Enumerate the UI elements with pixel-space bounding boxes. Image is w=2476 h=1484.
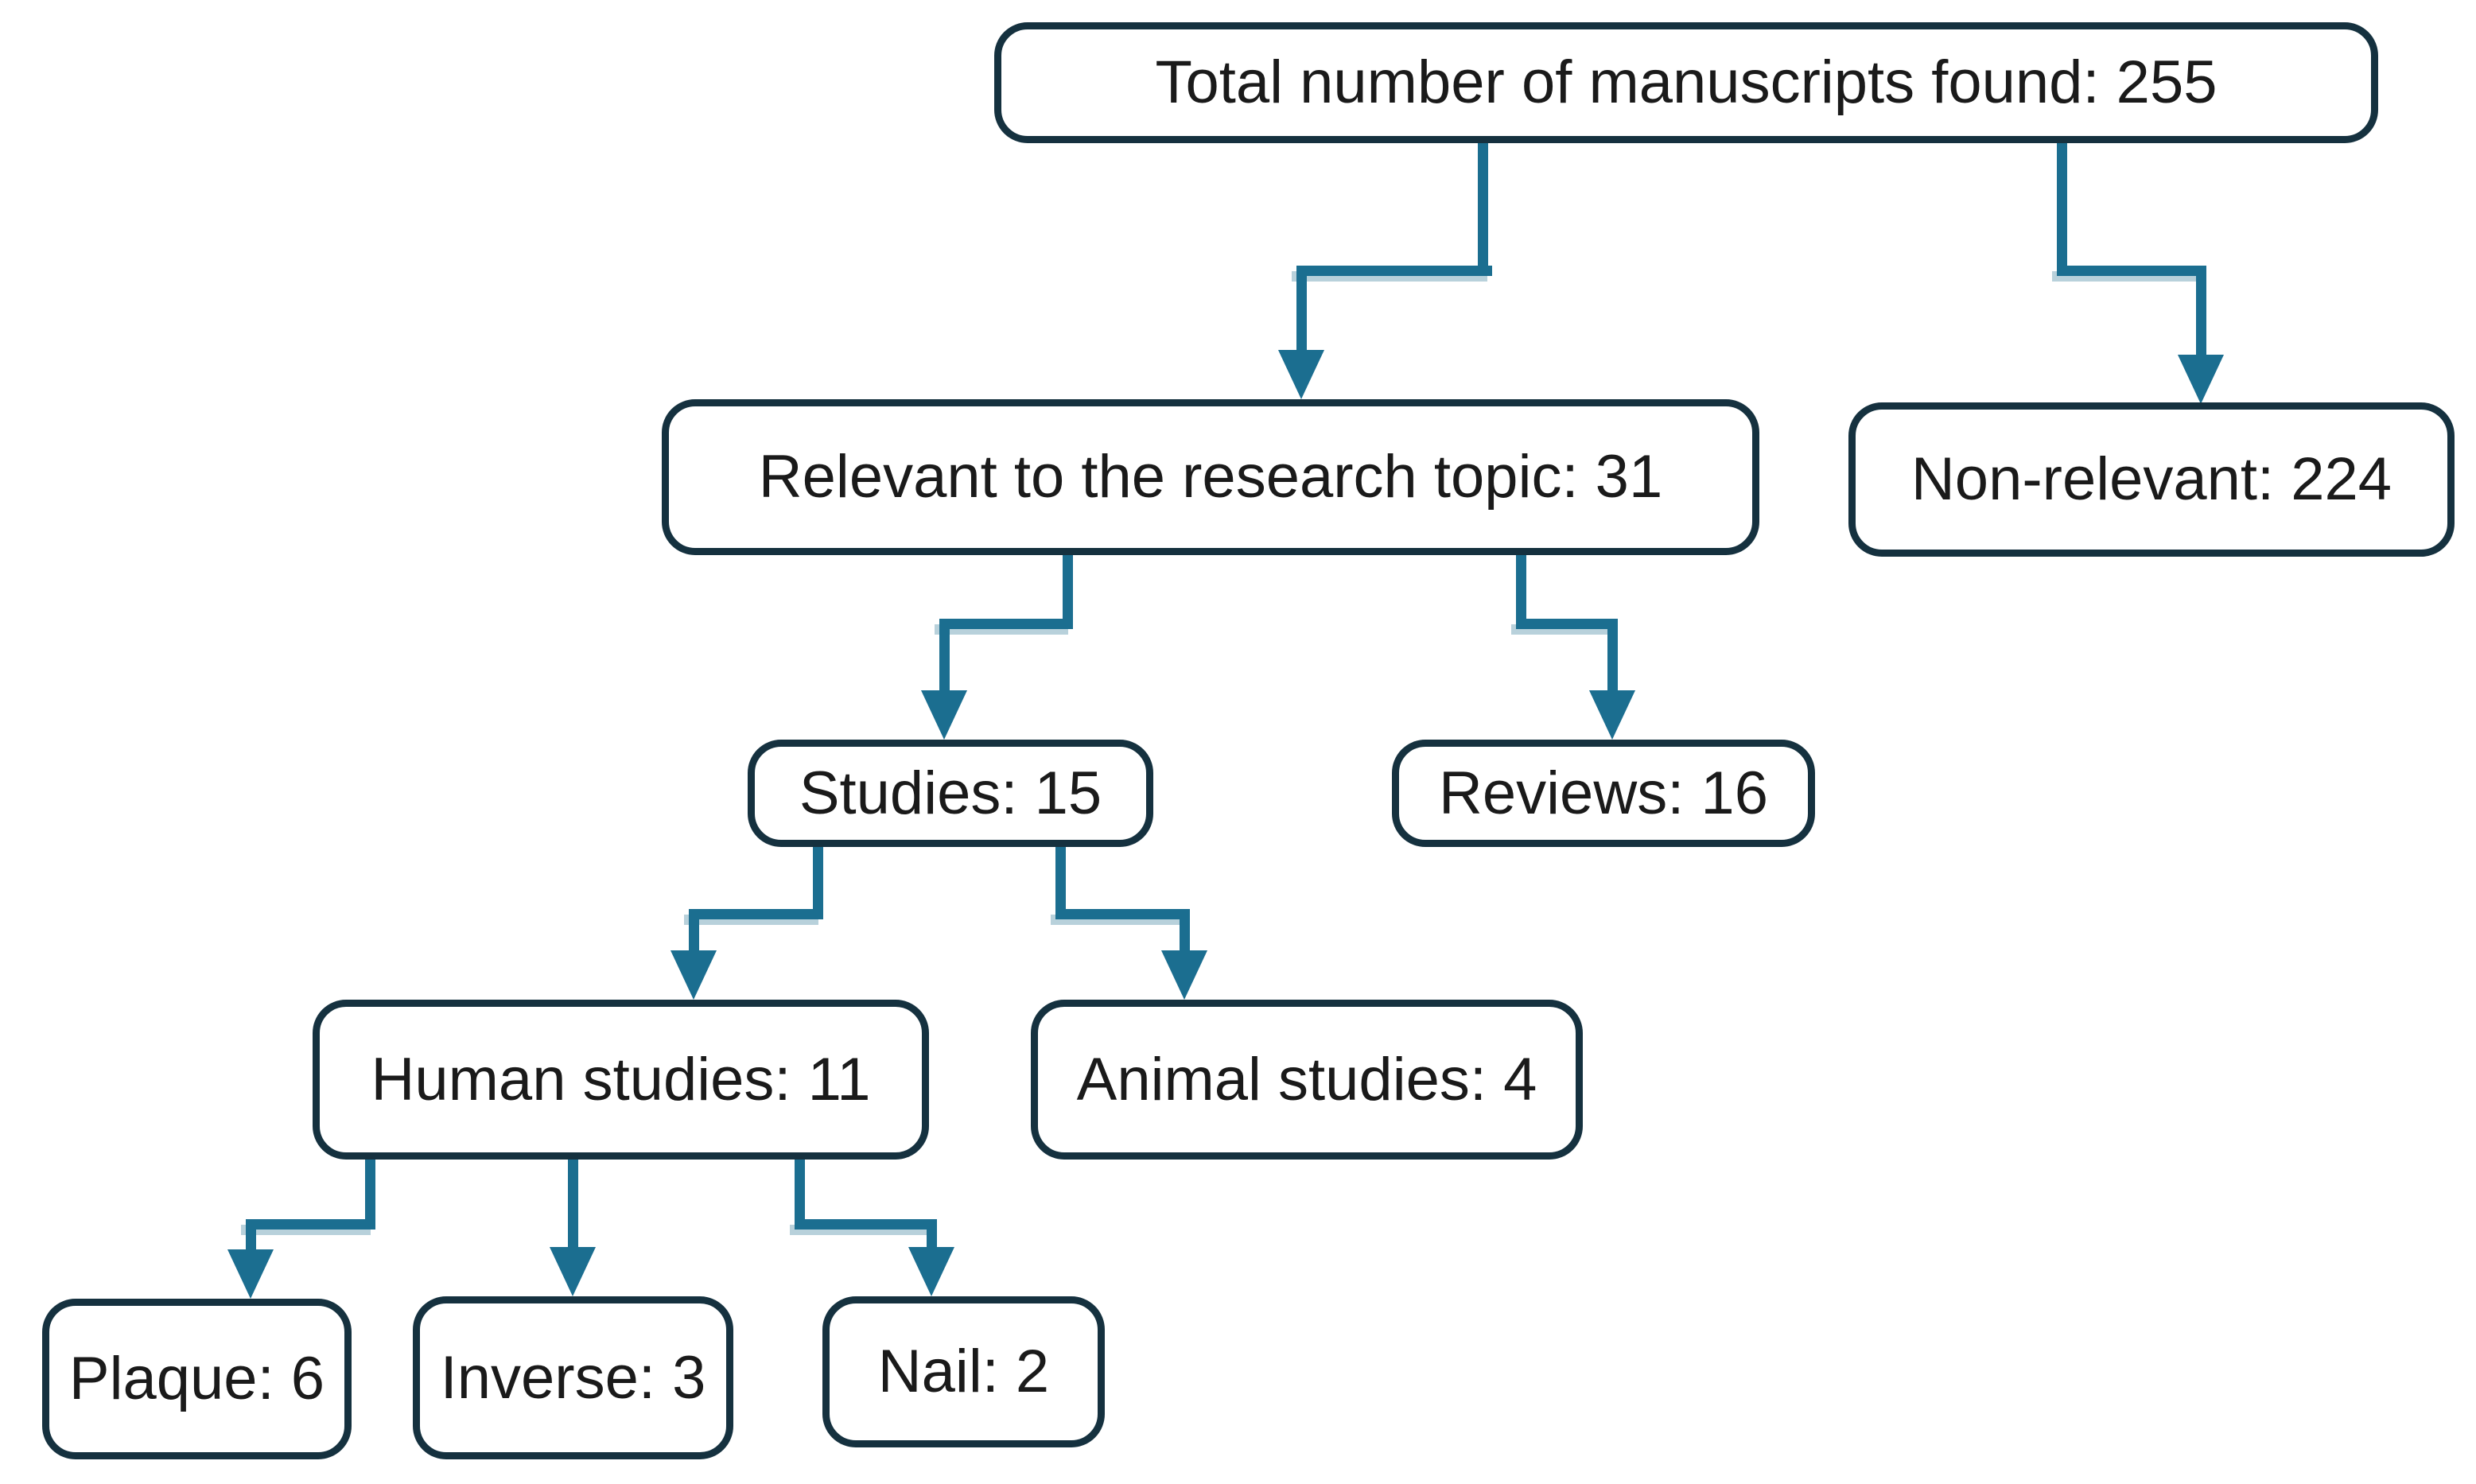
connector-segment [568,1158,578,1252]
node-label: Non-relevant: 224 [1910,445,2392,514]
node-plaque: Plaque: 6 [42,1299,352,1459]
connector-segment [1296,266,1492,276]
connector-segment [2196,266,2206,358]
connector-segment [2057,142,2067,275]
node-non-relevant: Non-relevant: 224 [1848,402,2455,557]
arrow-down-icon [1161,950,1207,1000]
node-label: Animal studies: 4 [1076,1045,1537,1113]
connector-segment [1055,909,1190,919]
arrow-down-icon [921,690,967,740]
connector-segment [365,1158,375,1230]
connector-segment [2057,266,2206,276]
connector-segment [1055,844,1066,919]
connector-segment [795,1219,937,1230]
connector-segment [1478,142,1488,275]
node-label: Total number of manuscripts found: 255 [1155,49,2218,117]
node-label: Plaque: 6 [68,1345,325,1413]
node-label: Reviews: 16 [1439,759,1768,827]
connector-segment [1607,619,1618,695]
node-relevant: Relevant to the research topic: 31 [662,399,1759,555]
arrow-down-icon [2178,355,2224,404]
node-label: Human studies: 11 [371,1045,871,1113]
arrow-down-icon [550,1247,596,1296]
connector-segment [1516,552,1526,629]
arrow-down-icon [227,1249,274,1299]
node-human-studies: Human studies: 11 [313,1000,929,1160]
connector-segment [1296,266,1307,355]
connector-segment [246,1219,375,1230]
arrow-down-icon [1589,690,1635,740]
arrow-down-icon [908,1247,954,1296]
connector-segment [1516,619,1618,629]
node-label: Studies: 15 [799,759,1102,827]
node-label: Nail: 2 [877,1338,1050,1406]
node-total-manuscripts: Total number of manuscripts found: 255 [994,22,2378,143]
node-label: Inverse: 3 [440,1343,706,1412]
node-reviews: Reviews: 16 [1392,740,1815,847]
connector-segment [1063,552,1073,629]
node-nail: Nail: 2 [822,1296,1105,1447]
connector-segment [795,1158,805,1230]
connector-segment [689,909,699,955]
node-label: Relevant to the research topic: 31 [758,443,1663,511]
connector-segment [1180,909,1190,955]
node-inverse: Inverse: 3 [413,1296,733,1459]
connector-segment [246,1219,256,1254]
arrow-down-icon [1278,350,1324,399]
connector-segment [689,909,823,919]
connector-segment [939,619,950,695]
node-animal-studies: Animal studies: 4 [1031,1000,1583,1160]
connector-segment [927,1219,937,1254]
node-studies: Studies: 15 [748,740,1153,847]
connector-segment [939,619,1073,629]
arrow-down-icon [671,950,717,1000]
connector-segment [813,844,823,919]
